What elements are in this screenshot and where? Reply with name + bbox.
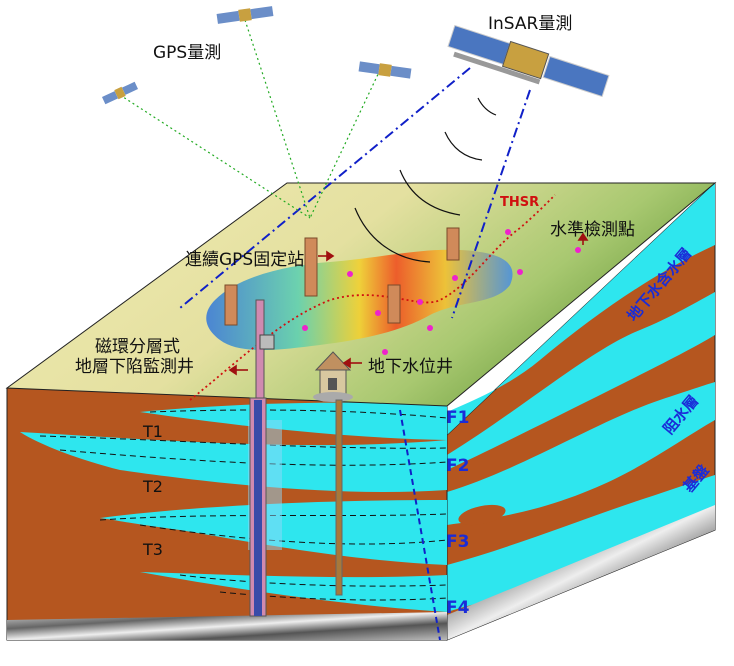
leader-arrows <box>228 232 589 376</box>
label-mag-well-1: 磁環分層式 <box>95 337 180 357</box>
extensometer-well <box>248 299 282 617</box>
well-house-icon <box>313 351 353 596</box>
lens-2 <box>679 442 701 454</box>
label-f1: F1 <box>446 408 470 428</box>
gps-signal-lines <box>119 19 381 219</box>
dashed-section-line <box>399 409 441 641</box>
right-aquifer-2 <box>447 292 715 470</box>
label-mag-well-2: 地層下陷監測井 <box>75 357 194 377</box>
front-bedrock <box>7 612 447 640</box>
insar-beam-lines <box>179 67 531 319</box>
right-aquifer-4 <box>447 475 715 612</box>
right-bedrock <box>447 505 715 640</box>
insar-wave-arcs <box>354 97 497 263</box>
label-thsr: THSR <box>500 195 540 210</box>
label-f2: F2 <box>446 456 470 476</box>
label-f3: F3 <box>446 532 470 552</box>
lens-1 <box>458 504 506 526</box>
subsidence-map <box>206 249 513 350</box>
label-gw-well: 地下水位井 <box>368 357 453 377</box>
label-insar: InSAR量測 <box>488 14 573 34</box>
front-aquifer-F1 <box>140 402 447 440</box>
satellite-icon <box>101 6 610 105</box>
gps-station-icon <box>224 227 460 326</box>
label-cgps: 連續GPS固定站 <box>185 250 305 270</box>
front-aquifer-F4 <box>140 572 447 612</box>
label-leveling: 水準檢測點 <box>550 220 635 240</box>
right-aquifer-3 <box>447 382 715 525</box>
label-t3: T3 <box>143 540 163 559</box>
label-t1: T1 <box>143 422 163 441</box>
label-f4: F4 <box>446 598 470 618</box>
right-aquifer-1 <box>447 183 715 435</box>
label-t2: T2 <box>143 477 163 496</box>
label-gps: GPS量測 <box>153 43 222 63</box>
leveling-points <box>302 229 581 355</box>
